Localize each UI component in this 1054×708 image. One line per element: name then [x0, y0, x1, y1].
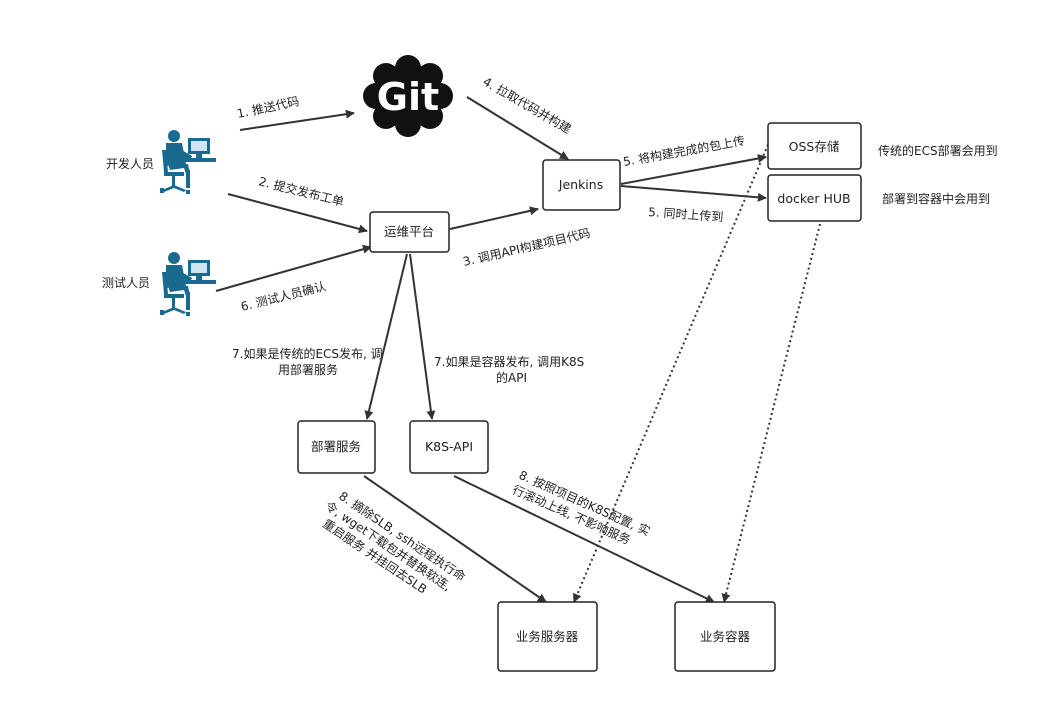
edge-label-k8s-line2: 的API: [496, 370, 527, 385]
tester-actor: 测试人员: [102, 252, 216, 316]
person-at-computer-icon: [160, 252, 216, 316]
edge-to-k8s-api: [409, 253, 436, 420]
edge-tester-confirm: [215, 244, 372, 292]
git-logo-text: Git: [377, 75, 439, 119]
edge-oss-to-server-dotted: [573, 139, 771, 603]
deploy-service-node: 部署服务: [297, 420, 376, 474]
tester-label: 测试人员: [102, 275, 150, 290]
docker-note: 部署到容器中会用到: [882, 191, 990, 206]
edge-label-k8s-line1: 7.如果是容器发布, 调用K8S: [434, 354, 584, 369]
edge-call-api-build: [449, 206, 539, 230]
jenkins-label: Jenkins: [558, 177, 603, 192]
edge-upload-oss: [620, 154, 767, 185]
oss-node: OSS存储: [767, 122, 862, 170]
docker-hub-node: docker HUB: [767, 174, 862, 222]
jenkins-node: Jenkins: [542, 159, 621, 211]
edge-k8s-to-container: [453, 475, 715, 603]
edge-label-upload-docker: 5. 同时上传到: [648, 204, 724, 224]
edges: [215, 96, 821, 603]
person-at-computer-icon: [160, 130, 216, 194]
developer-actor: 开发人员: [106, 130, 216, 194]
edge-pull-build: [466, 96, 569, 160]
edge-to-deploy-service: [364, 253, 408, 420]
ops-platform-label: 运维平台: [384, 224, 434, 239]
edge-docker-to-container-dotted: [721, 223, 821, 603]
biz-server-node: 业务服务器: [497, 601, 598, 672]
edge-upload-docker: [620, 185, 767, 202]
edge-label-deploy-steps: 8. 摘除SLB, ssh远程执行命 令, wget下载包并替换软连, 重启服务…: [320, 488, 469, 597]
edge-label-k8s-steps: 8. 按照项目的K8S配置, 实 行滚动上线, 不影响服务: [510, 467, 652, 547]
edge-label-tester-confirm: 6. 测试人员确认: [239, 278, 327, 314]
edge-label-ecs-line1: 7.如果是传统的ECS发布, 调: [232, 346, 383, 361]
docker-hub-label: docker HUB: [777, 191, 850, 206]
developer-label: 开发人员: [106, 156, 154, 171]
edge-label-push-code: 1. 推送代码: [236, 93, 301, 121]
edge-label-pull-build: 4. 拉取代码并构建: [481, 74, 574, 137]
oss-label: OSS存储: [789, 139, 840, 154]
deploy-service-label: 部署服务: [311, 439, 361, 454]
biz-container-node: 业务容器: [674, 601, 776, 672]
edge-label-ecs-line2: 用部署服务: [278, 362, 338, 377]
oss-note: 传统的ECS部署会用到: [878, 143, 998, 158]
edge-deploy-to-server: [363, 475, 547, 603]
edge-submit-ticket: [227, 193, 368, 234]
edge-push-code: [239, 109, 355, 131]
biz-server-label: 业务服务器: [516, 629, 579, 644]
k8s-api-node: K8S-API: [409, 420, 489, 474]
git-cloud-logo: Git: [363, 55, 453, 137]
k8s-api-label: K8S-API: [425, 439, 473, 454]
ops-platform-node: 运维平台: [369, 211, 450, 253]
biz-container-label: 业务容器: [700, 629, 751, 644]
edge-label-submit-ticket: 2. 提交发布工单: [257, 173, 345, 209]
edge-label-deploy-line2: 令, wget下载包并替换软连,: [322, 498, 454, 594]
edge-label-call-api: 3. 调用API构建项目代码: [461, 225, 591, 269]
